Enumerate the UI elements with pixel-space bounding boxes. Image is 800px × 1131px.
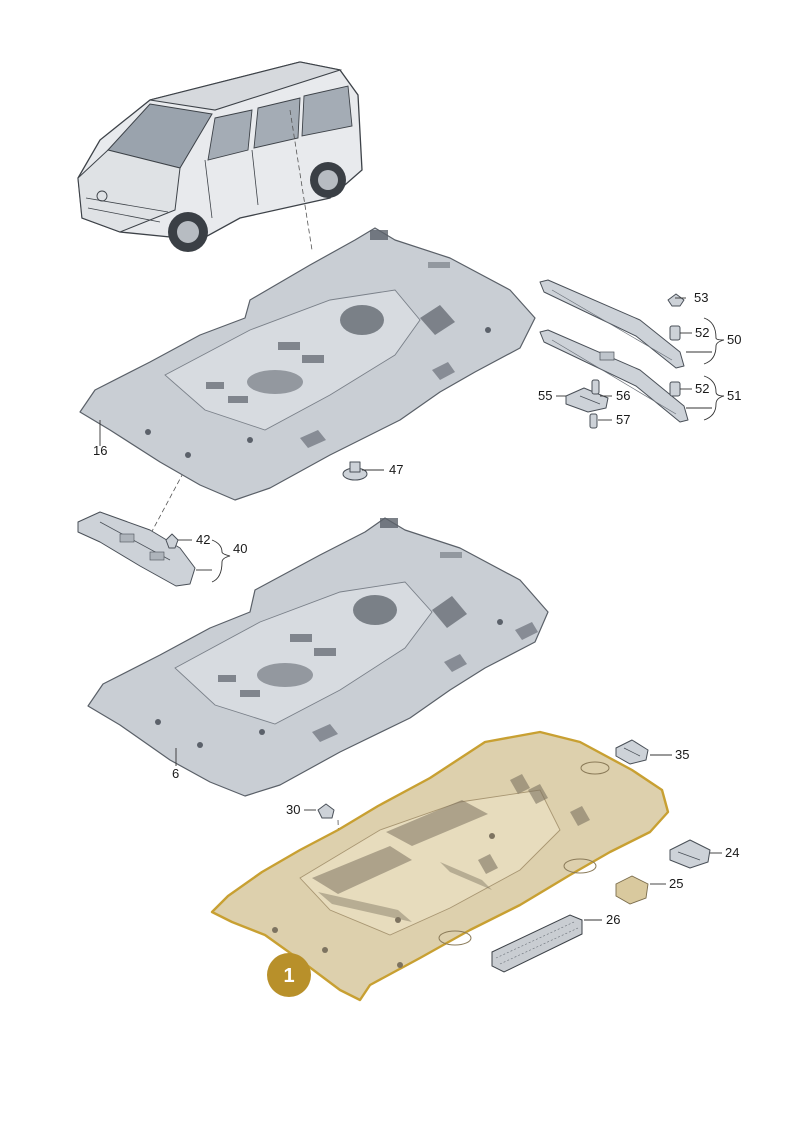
headliner-panel-6	[87, 517, 549, 797]
bracket-55	[565, 387, 609, 413]
van-illustration	[77, 61, 363, 252]
callout-52b: 52	[695, 381, 709, 396]
callout-52a: 52	[695, 325, 709, 340]
callout-55: 55	[538, 388, 552, 403]
part-number-badge: 1	[267, 953, 311, 997]
callout-51: 51	[727, 388, 741, 403]
callout-57: 57	[616, 412, 630, 427]
callout-16: 16	[93, 443, 107, 458]
badge-label: 1	[283, 965, 294, 987]
callout-42: 42	[196, 532, 210, 547]
callout-24: 24	[725, 845, 739, 860]
screw-57	[589, 413, 598, 429]
callout-47: 47	[389, 462, 403, 477]
callout-30: 30	[286, 802, 300, 817]
clip-53	[667, 293, 685, 307]
sun-visor-holder-35	[615, 739, 649, 765]
callout-53: 53	[694, 290, 708, 305]
headliner-panel-1-highlighted	[210, 730, 670, 1002]
callout-26: 26	[606, 912, 620, 927]
callout-6: 6	[172, 766, 179, 781]
fleece-pad-25	[615, 875, 649, 905]
clip-42	[165, 533, 179, 549]
callout-40: 40	[233, 541, 247, 556]
callout-35: 35	[675, 747, 689, 762]
bracket-24	[669, 839, 711, 869]
callout-56: 56	[616, 388, 630, 403]
roof-rail-upper	[539, 279, 685, 369]
clip-47	[342, 461, 368, 481]
callout-25: 25	[669, 876, 683, 891]
screw-52a	[669, 325, 681, 341]
pin-56	[591, 379, 600, 395]
callout-50: 50	[727, 332, 741, 347]
screw-52b	[669, 381, 681, 397]
headliner-panel-16	[79, 227, 536, 501]
clip-30	[317, 803, 335, 819]
console-bracket-40	[77, 511, 196, 587]
fleece-strip-26	[491, 914, 583, 973]
roof-rail-lower	[539, 329, 689, 423]
